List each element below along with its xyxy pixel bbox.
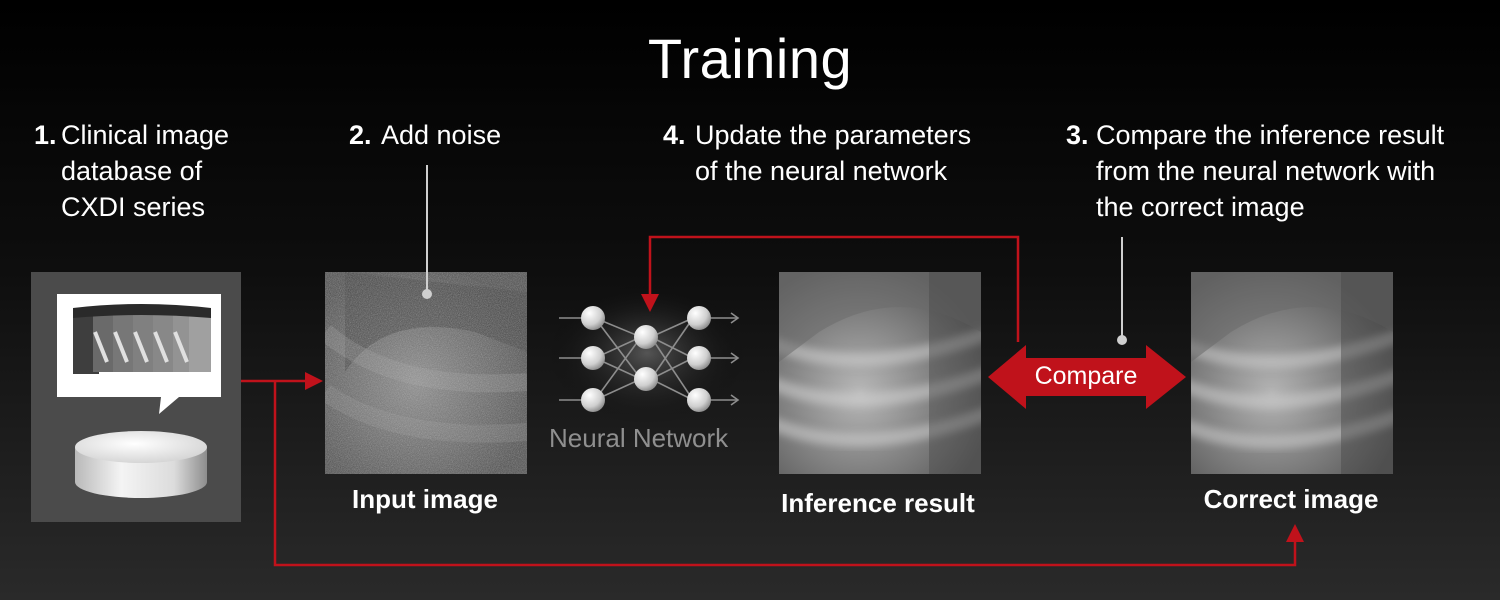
step-1-line-3: CXDI series bbox=[61, 192, 206, 222]
step-2-label: 2. Add noise bbox=[349, 117, 549, 153]
inference-result-image bbox=[779, 272, 981, 474]
correct-image bbox=[1191, 272, 1393, 474]
step-1-line-1: Clinical image bbox=[61, 120, 230, 150]
step-4-line-1: Update the parameters bbox=[695, 120, 972, 150]
database-icon bbox=[57, 294, 221, 498]
step-3-label: 3. Compare the inference result from the… bbox=[1066, 117, 1486, 225]
step-3-line-1: Compare the inference result bbox=[1096, 120, 1445, 150]
step-4-label: 4. Update the parameters of the neural n… bbox=[663, 117, 1003, 189]
step-3-line-2: from the neural network with bbox=[1096, 156, 1436, 186]
step-3-number: 3. bbox=[1066, 120, 1089, 150]
step-1-label: 1. Clinical image database of CXDI serie… bbox=[34, 117, 264, 225]
neural-network-label: Neural Network bbox=[549, 423, 729, 453]
database-panel bbox=[31, 272, 241, 522]
step-2-number: 2. bbox=[349, 120, 372, 150]
arrow-to-network-icon bbox=[641, 294, 659, 312]
input-image-caption: Input image bbox=[352, 484, 498, 514]
step-2-pointer bbox=[422, 165, 432, 299]
compare-label: Compare bbox=[1034, 362, 1138, 390]
inference-result-caption: Inference result bbox=[781, 488, 975, 518]
step-4-number: 4. bbox=[663, 120, 686, 150]
correct-image-caption: Correct image bbox=[1203, 484, 1379, 514]
neural-network-icon bbox=[547, 281, 747, 425]
input-image bbox=[325, 272, 527, 474]
diagram-title: Training bbox=[647, 27, 853, 90]
step-2-line-1: Add noise bbox=[381, 120, 502, 150]
xray-stack-icon bbox=[73, 304, 211, 374]
step-1-number: 1. bbox=[34, 120, 57, 150]
compare-double-arrow-icon bbox=[988, 345, 1186, 409]
step-3-line-3: the correct image bbox=[1096, 192, 1305, 222]
step-4-line-2: of the neural network bbox=[695, 156, 948, 186]
arrow-to-correct-icon bbox=[1286, 524, 1304, 542]
arrow-to-input-icon bbox=[305, 372, 323, 390]
step-1-line-2: database of bbox=[61, 156, 203, 186]
